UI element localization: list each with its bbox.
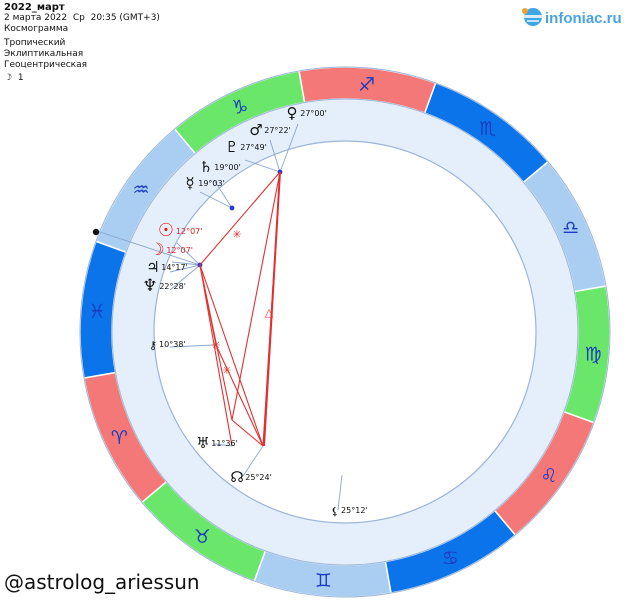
mercury-icon: ☿ — [185, 174, 194, 192]
uranus-degree-label: 11°36' — [211, 439, 238, 448]
north-node-degree-label: 25°24' — [245, 473, 272, 482]
moon-phase-line: ☽ 1 — [4, 73, 24, 84]
chiron-icon: ⚷ — [149, 339, 157, 352]
saturn-icon: ♄ — [199, 158, 212, 176]
center-type: Геоцентрическая — [4, 60, 88, 70]
neptune-degree-label: 22°28' — [159, 282, 186, 291]
planet-ticks — [92, 123, 343, 511]
chart-date: 2 марта 2022 — [4, 13, 68, 23]
svg-text:infoniac.ru: infoniac.ru — [545, 10, 622, 27]
center-disc — [153, 140, 537, 524]
sun-icon: ☉ — [158, 220, 174, 241]
pisces-sign-icon: ♓ — [88, 300, 105, 322]
moon-number: 1 — [17, 73, 24, 83]
leo-sign-icon: ♌ — [540, 465, 557, 487]
scorpio-sign-icon: ♏ — [479, 118, 496, 140]
saturn-degree-label: 19°00' — [214, 163, 241, 172]
chart-timezone: (GMT+3) — [119, 13, 160, 23]
aspect-symbol-icon: ✳ — [211, 339, 220, 352]
capricorn-sign-icon: ♑ — [231, 96, 248, 118]
aspect-symbol-icon: ✳ — [232, 228, 241, 241]
aspect-line — [199, 171, 281, 266]
sagittarius-sign-icon: ♐ — [358, 74, 375, 96]
zodiac-type: Тропический — [4, 38, 66, 48]
pluto-icon: ♇ — [225, 138, 238, 156]
lilith-icon: ⚸ — [331, 505, 339, 518]
author-watermark: @astrolog_ariessun — [4, 570, 200, 594]
chart-weekday: Ср — [72, 13, 85, 23]
libra-sign-icon: ♎ — [562, 217, 579, 239]
neptune-icon: ♆ — [142, 276, 157, 296]
chart-datetime: 2 марта 2022 Ср 20:35 (GMT+3) — [4, 13, 160, 24]
moon-icon: ☽ — [4, 73, 13, 83]
zodiac-sign-ring: ♈ ♉ ♊ ♋ ♌ ♍ ♎ ♏ ♐ ♑ ♒ ♓ — [79, 66, 611, 598]
lilith-degree-label: 25°12' — [341, 506, 368, 515]
sun-degree-label: 12°07' — [176, 227, 203, 236]
jupiter-icon: ♃ — [146, 258, 159, 276]
chart-kind: Космограмма — [4, 24, 69, 34]
inner-band — [111, 98, 579, 566]
gemini-sign-icon: ♊ — [315, 570, 332, 592]
pluto-degree-label: 27°49' — [240, 143, 267, 152]
chiron-degree-label: 10°38' — [159, 340, 186, 349]
aspect-symbol-icon: △ — [265, 306, 274, 319]
venus-icon: ♀ — [287, 104, 298, 122]
aquarius-sign-icon: ♒ — [133, 179, 150, 201]
aspect-line — [231, 419, 264, 447]
virgo-sign-icon: ♍ — [585, 344, 602, 366]
moon-degree-label: 12°07' — [166, 246, 193, 255]
taurus-sign-icon: ♉ — [194, 526, 211, 548]
aspect-line — [263, 171, 281, 447]
aspect-lines: ✳✳✳△ — [199, 171, 281, 447]
north-node-icon: ☊ — [230, 468, 243, 486]
aspect-symbol-icon: ✳ — [222, 364, 231, 377]
aspect-line — [215, 344, 264, 447]
aspect-line — [199, 264, 233, 447]
aries-sign-icon: ♈ — [111, 427, 128, 449]
chart-time: 20:35 — [90, 13, 117, 23]
aspect-line — [199, 264, 264, 447]
infoniac-logo: infoniac.ru — [522, 8, 622, 27]
mars-icon: ♂ — [249, 121, 262, 139]
uranus-icon: ♅ — [196, 434, 209, 452]
jupiter-degree-label: 14°17' — [161, 263, 188, 272]
cancer-sign-icon: ♋ — [442, 548, 459, 570]
planet-labels: ♀27°00'♂27°22'♇27°49'♄19°00'☿19°03'☉12°0… — [142, 104, 367, 518]
ascendant-marker — [92, 228, 100, 236]
coordinate-type: Эклиптикальная — [4, 49, 84, 59]
mars-degree-label: 27°22' — [264, 126, 291, 135]
chart-title: 2022_март — [4, 2, 65, 13]
mercury-degree-label: 19°03' — [198, 179, 225, 188]
venus-degree-label: 27°00' — [300, 109, 327, 118]
moon-icon: ☽ — [149, 240, 164, 260]
